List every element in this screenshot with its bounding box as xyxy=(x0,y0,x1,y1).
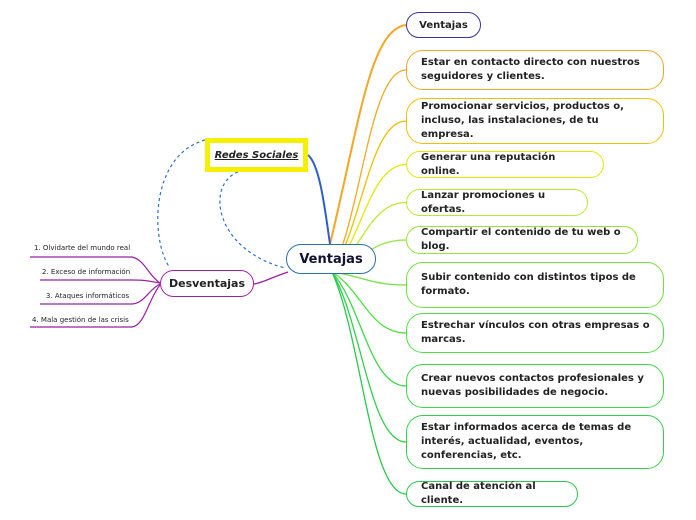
ventaja-label-3: Generar una reputación online. xyxy=(421,151,556,177)
ventaja-label-6: Subir contenido con distintos tipos de f… xyxy=(421,272,636,297)
desventaja-item-3[interactable]: 3. Ataques informáticos xyxy=(46,292,130,300)
desventaja-item-4[interactable]: 4. Mala gestión de las crisis xyxy=(32,316,129,324)
ventaja-node-10[interactable]: Canal de atención al cliente. xyxy=(406,481,578,507)
dashed-redes-desventajas xyxy=(157,139,206,269)
ventaja-node-4[interactable]: Lanzar promociones u ofertas. xyxy=(406,189,588,216)
connector-desv-4 xyxy=(30,284,161,328)
ventaja-node-5[interactable]: Compartir el contenido de tu web o blog. xyxy=(406,226,638,254)
connector-ventaja-7 xyxy=(331,271,407,334)
ventaja-label-9: Estar informados acerca de temas de inte… xyxy=(421,422,632,461)
connector-central-top xyxy=(329,24,407,245)
connector-central-redes xyxy=(307,154,331,245)
ventaja-node-1[interactable]: Estar en contacto directo con nuestros s… xyxy=(406,50,664,90)
connector-desv-3 xyxy=(40,283,161,305)
connector-ventaja-9 xyxy=(331,271,407,443)
desventajas-node[interactable]: Desventajas xyxy=(160,270,254,297)
desventajas-label: Desventajas xyxy=(168,277,246,290)
ventaja-label-10: Canal de atención al cliente. xyxy=(421,481,536,506)
central-topic-label: Ventajas xyxy=(299,251,363,267)
dashed-redes-central xyxy=(219,171,286,269)
ventaja-node-6[interactable]: Subir contenido con distintos tipos de f… xyxy=(406,262,664,308)
connector-desv-1 xyxy=(30,256,161,284)
ventaja-label-5: Compartir el contenido de tu web o blog. xyxy=(421,227,621,252)
connector-ventaja-1 xyxy=(331,69,407,273)
ventajas-title-label: Ventajas xyxy=(419,19,468,31)
redes-sociales-label: Redes Sociales xyxy=(214,149,299,161)
ventaja-node-9[interactable]: Estar informados acerca de temas de inte… xyxy=(406,415,664,469)
connector-ventaja-10 xyxy=(331,271,407,495)
connector-desv-2 xyxy=(40,279,161,284)
ventajas-title-node[interactable]: Ventajas xyxy=(406,12,481,38)
desventaja-item-2[interactable]: 2. Exceso de información xyxy=(42,268,131,276)
redes-sociales-node[interactable]: Redes Sociales xyxy=(205,138,308,172)
connector-ventaja-8 xyxy=(331,271,407,387)
ventaja-node-2[interactable]: Promocionar servicios, productos o, incl… xyxy=(406,98,664,144)
ventaja-label-8: Crear nuevos contactos profesionales y n… xyxy=(421,373,644,398)
desventaja-item-1[interactable]: 1. Olvidarte del mundo real xyxy=(34,244,131,252)
ventaja-label-2: Promocionar servicios, productos o, incl… xyxy=(421,101,624,140)
ventaja-node-3[interactable]: Generar una reputación online. xyxy=(406,151,604,178)
central-topic-node[interactable]: Ventajas xyxy=(286,244,376,274)
ventaja-label-1: Estar en contacto directo con nuestros s… xyxy=(421,57,640,82)
ventaja-node-8[interactable]: Crear nuevos contactos profesionales y n… xyxy=(406,364,664,408)
ventaja-label-4: Lanzar promociones u ofertas. xyxy=(421,189,546,215)
ventaja-label-7: Estrechar vínculos con otras empresas o … xyxy=(421,320,650,345)
connector-central-desventajas xyxy=(253,271,289,285)
ventaja-node-7[interactable]: Estrechar vínculos con otras empresas o … xyxy=(406,313,664,353)
